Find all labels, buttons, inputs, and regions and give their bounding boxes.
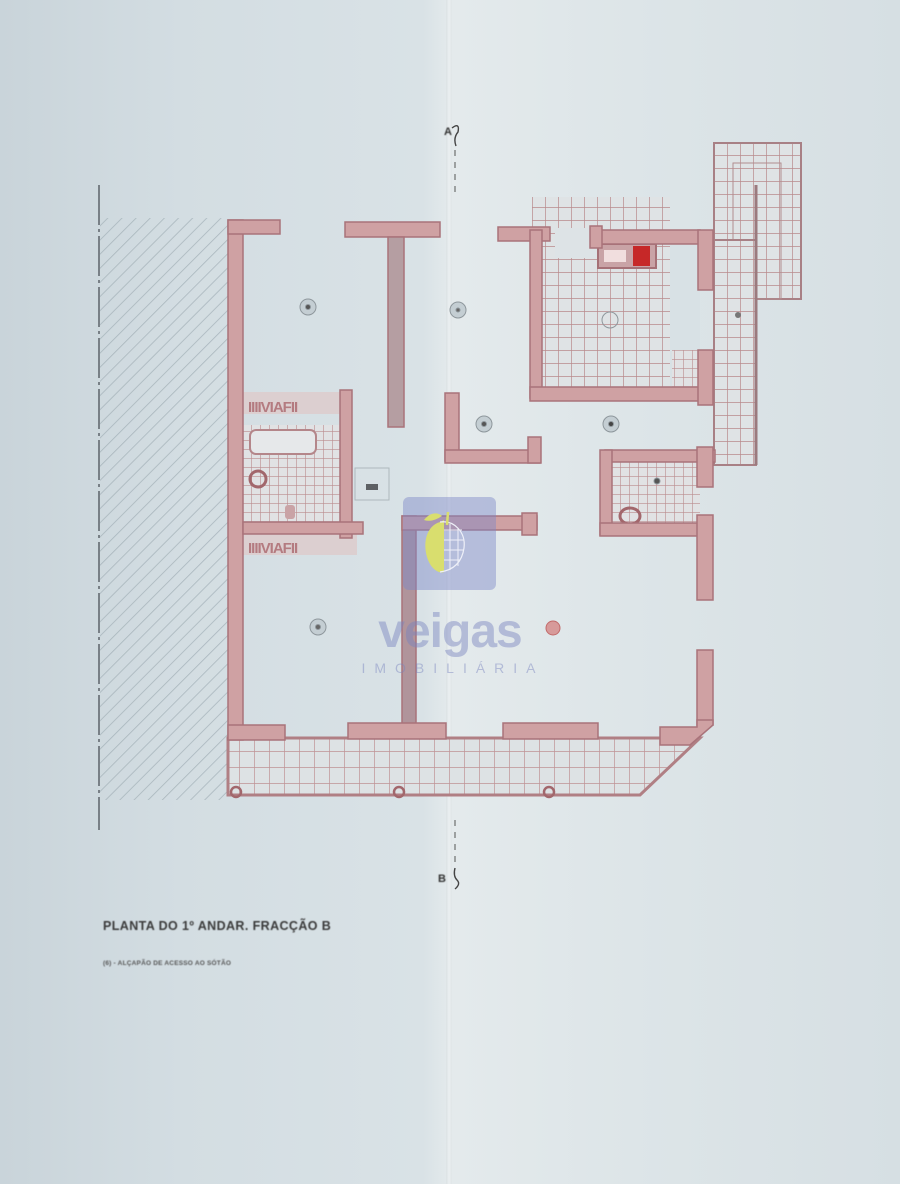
svg-text:IIIIVIAFII: IIIIVIAFII [248, 540, 298, 557]
watermark-subtitle: IMOBILIÁRIA [361, 660, 545, 676]
staircase [713, 142, 802, 466]
section-line [451, 125, 460, 890]
apple-globe-icon [403, 497, 496, 590]
section-mark-top: A [444, 126, 452, 138]
svg-text:IIIIVIAFII: IIIIVIAFII [248, 399, 298, 416]
drawing-title: PLANTA DO 1º ANDAR. FRACÇÃO B [103, 919, 332, 933]
room-markers [299, 298, 741, 636]
bathroom-left: IIIIVIAFII IIIIVIAFII [242, 392, 390, 557]
red-fixture [633, 246, 650, 266]
section-mark-bottom: B [438, 873, 446, 885]
bathroom-right [607, 455, 700, 532]
neighbour-hatched-area [98, 185, 228, 830]
terrace [226, 736, 704, 799]
drawing-note: (6) - ALÇAPÃO DE ACESSO AO SÓTÃO [103, 960, 232, 967]
kitchen [532, 197, 708, 397]
watermark-brand: veigas [378, 605, 522, 658]
watermark: veigas IMOBILIÁRIA [345, 605, 555, 677]
walls [227, 219, 716, 746]
paper-fold [446, 0, 452, 1184]
